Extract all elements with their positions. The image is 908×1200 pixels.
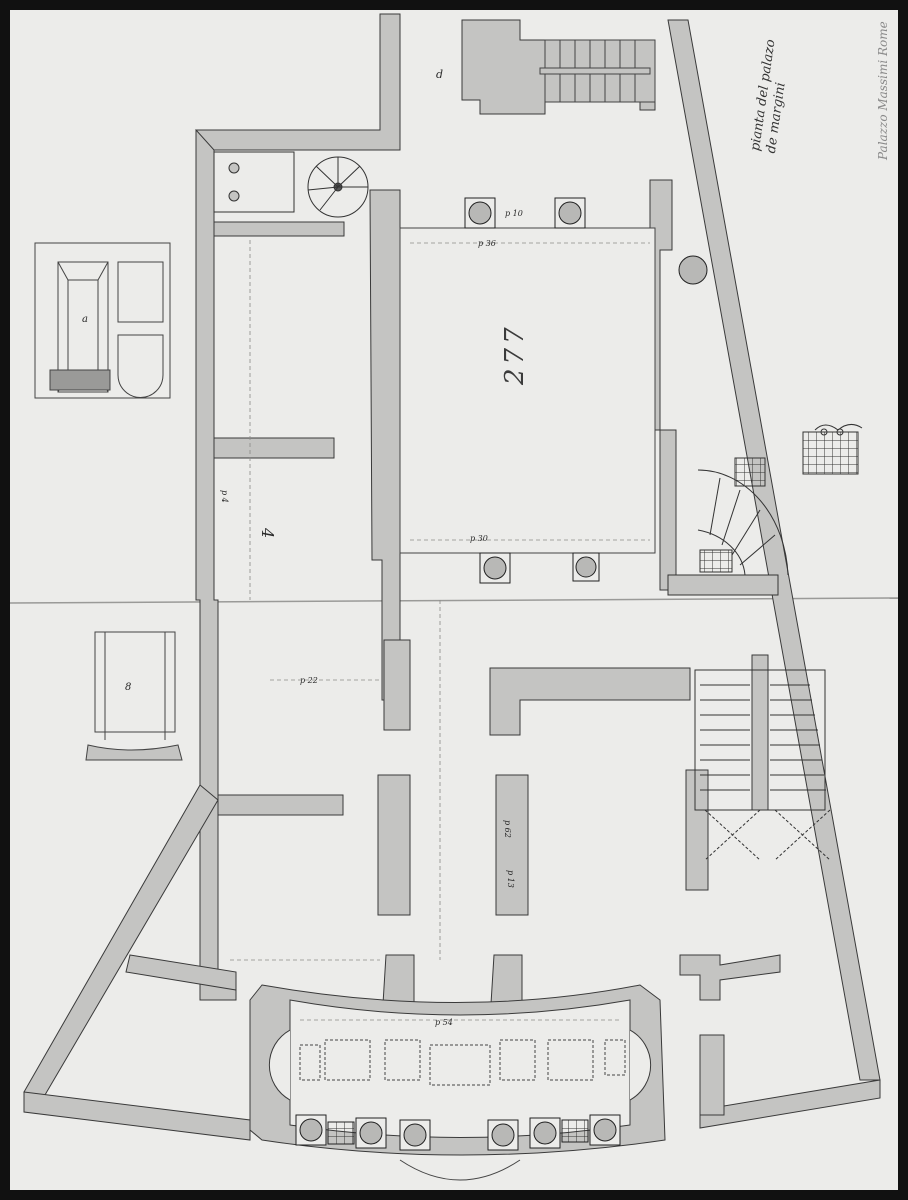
main-courtyard [399,227,656,554]
spiral-stair [213,151,369,218]
upper-stair [539,39,656,103]
fold-line [9,597,899,604]
dim-left-wall: p 4 [220,490,229,503]
dim-columns: p 10 [505,209,523,218]
dim-portico: p 54 [435,1018,453,1027]
dim-courtyard-bottom: p 30 [470,534,488,543]
dim-courtyard-top: p 36 [478,239,496,248]
inset-section-detail [85,631,183,761]
archive-note: Palazzo Massimi Rome [876,21,890,160]
room-label-vestibule: d [436,68,443,81]
walls [23,13,881,1141]
dimension-lines [230,240,650,1021]
courtyard-columns [464,197,708,584]
dim-atrium: p 13 [506,870,515,888]
inset-perspective-corridor [34,242,171,399]
entrance-portico [249,984,666,1181]
dim-left-room: p 22 [300,676,318,685]
inset-label-a: a [82,314,88,325]
room-label-left: 4 [258,527,277,538]
sheet-number: 277 [500,323,530,385]
main-stair [694,669,831,861]
inset-label-section: 8 [125,682,131,693]
dim-pier: p 62 [503,820,512,838]
inset-grille-sketch [802,424,863,475]
quarter-stair [667,457,789,596]
